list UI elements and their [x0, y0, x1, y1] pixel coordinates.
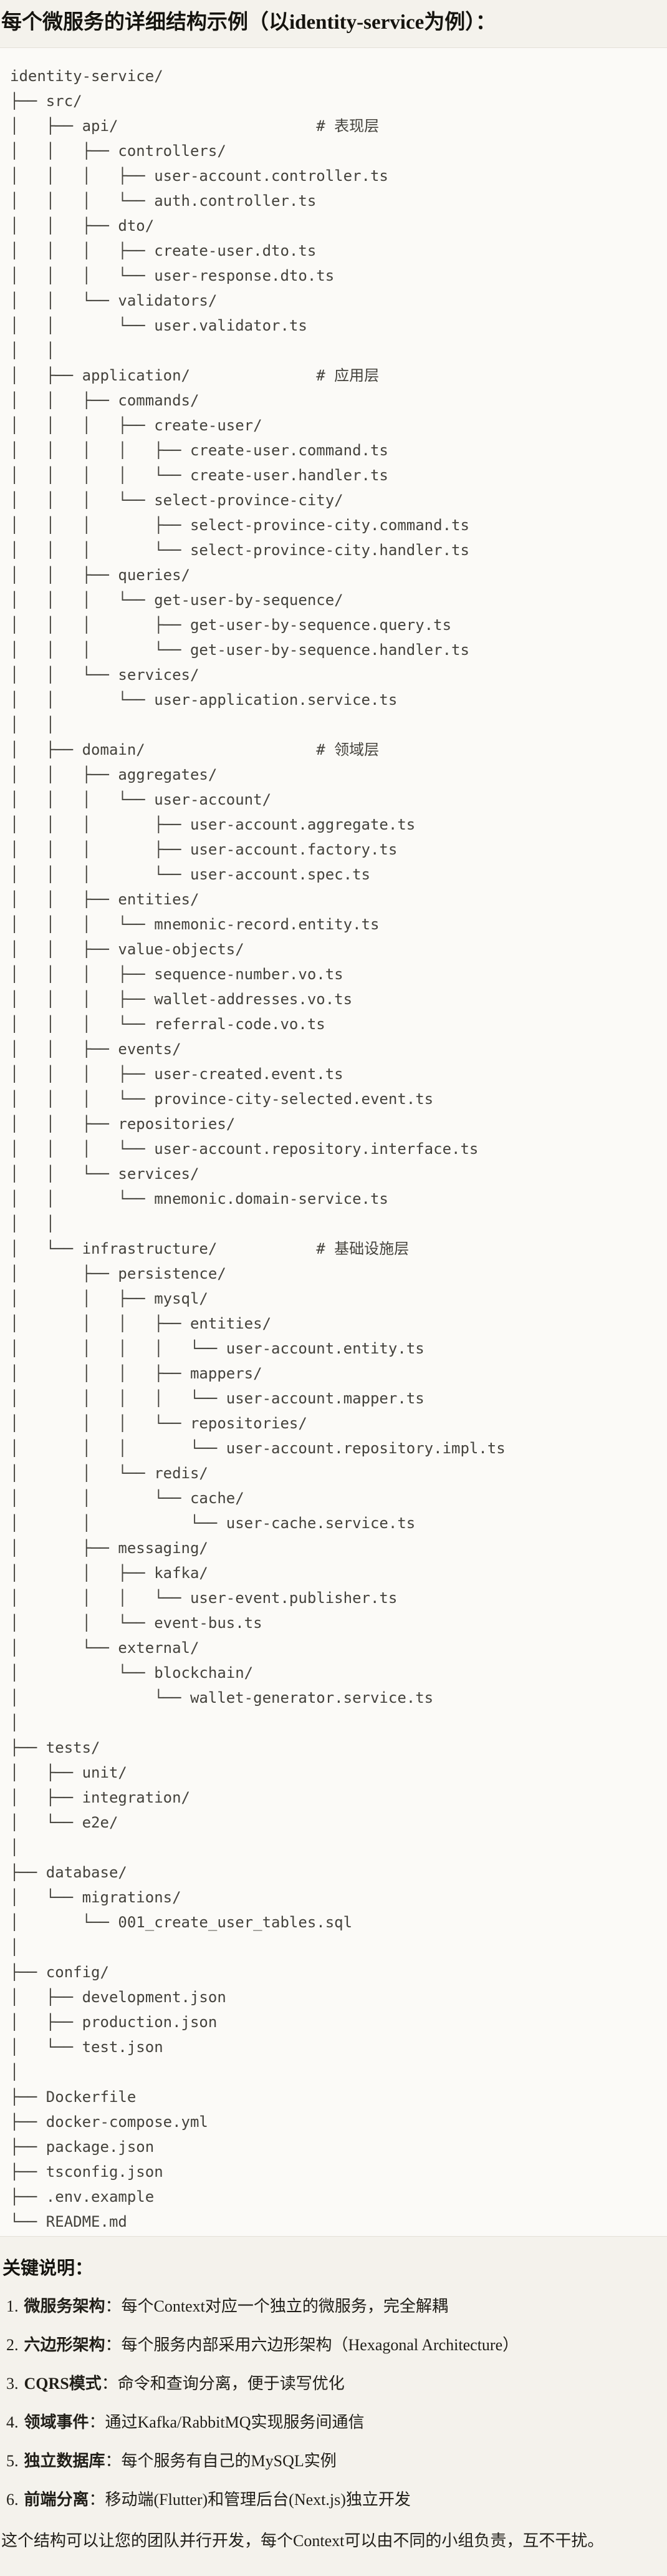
key-notes-section: 关键说明： 1. 微服务架构：每个Context对应一个独立的微服务，完全解耦 2…: [0, 2255, 667, 2552]
note-item-domain-events: 4. 领域事件：通过Kafka/RabbitMQ实现服务间通信: [6, 2411, 661, 2434]
key-notes-heading: 关键说明：: [2, 2259, 94, 2278]
note-term: 独立数据库: [24, 2452, 105, 2470]
document-page: 每个微服务的详细结构示例（以identity-service为例）： ident…: [0, 8, 667, 2576]
note-item-cqrs: 3. CQRS模式：命令和查询分离，便于读写优化: [6, 2373, 661, 2395]
note-number: 3.: [6, 2375, 19, 2393]
directory-tree: identity-service/ ├── src/ │ ├── api/ # …: [10, 67, 506, 2230]
page-title: 每个微服务的详细结构示例（以identity-service为例）：: [1, 11, 496, 34]
note-item-microservice: 1. 微服务架构：每个Context对应一个独立的微服务，完全解耦: [6, 2295, 661, 2318]
note-term: 六边形架构: [24, 2336, 105, 2354]
note-term: CQRS模式: [24, 2375, 102, 2393]
note-description: ：每个服务有自己的MySQL实例: [105, 2452, 337, 2470]
note-number: 2.: [6, 2336, 19, 2354]
note-description: ：移动端(Flutter)和管理后台(Next.js)独立开发: [89, 2491, 411, 2509]
note-description: ：命令和查询分离，便于读写优化: [101, 2375, 345, 2393]
note-term: 微服务架构: [24, 2297, 105, 2315]
note-item-frontend-separation: 6. 前端分离：移动端(Flutter)和管理后台(Next.js)独立开发: [6, 2489, 661, 2511]
note-description: ：每个Context对应一个独立的微服务，完全解耦: [105, 2297, 448, 2315]
note-description: ：每个服务内部采用六边形架构（Hexagonal Architecture）: [105, 2336, 519, 2354]
note-term: 领域事件: [24, 2413, 89, 2431]
note-number: 6.: [6, 2491, 19, 2509]
note-term: 前端分离: [24, 2491, 89, 2509]
note-item-independent-db: 5. 独立数据库：每个服务有自己的MySQL实例: [6, 2450, 661, 2472]
closing-paragraph: 这个结构可以让您的团队并行开发，每个Context可以由不同的小组负责，互不干扰…: [1, 2532, 604, 2550]
note-number: 5.: [6, 2452, 19, 2470]
key-notes-list: 1. 微服务架构：每个Context对应一个独立的微服务，完全解耦 2. 六边形架构…: [1, 2295, 661, 2511]
note-number: 4.: [6, 2413, 19, 2431]
code-block: identity-service/ ├── src/ │ ├── api/ # …: [0, 47, 667, 2237]
note-item-hexagonal: 2. 六边形架构：每个服务内部采用六边形架构（Hexagonal Architec…: [6, 2334, 661, 2356]
note-number: 1.: [6, 2297, 19, 2315]
note-description: ：通过Kafka/RabbitMQ实现服务间通信: [89, 2413, 365, 2431]
